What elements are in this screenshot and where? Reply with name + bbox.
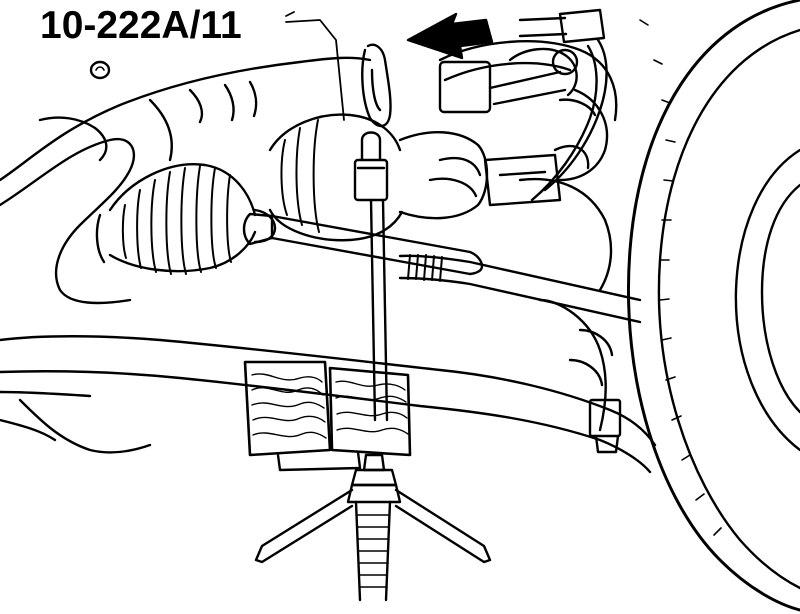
subframe (0, 56, 657, 474)
callout-leader (285, 11, 345, 121)
tie-rod (398, 254, 642, 324)
tool-callout-label: 10-222A/11 (40, 4, 242, 47)
tool-stand (254, 453, 492, 602)
brake-disc (626, 0, 800, 612)
wooden-block (243, 360, 412, 472)
steering-knuckle (428, 40, 622, 454)
direction-arrow (406, 12, 494, 60)
tool-hook (353, 43, 392, 422)
brake-hose (518, 8, 608, 202)
